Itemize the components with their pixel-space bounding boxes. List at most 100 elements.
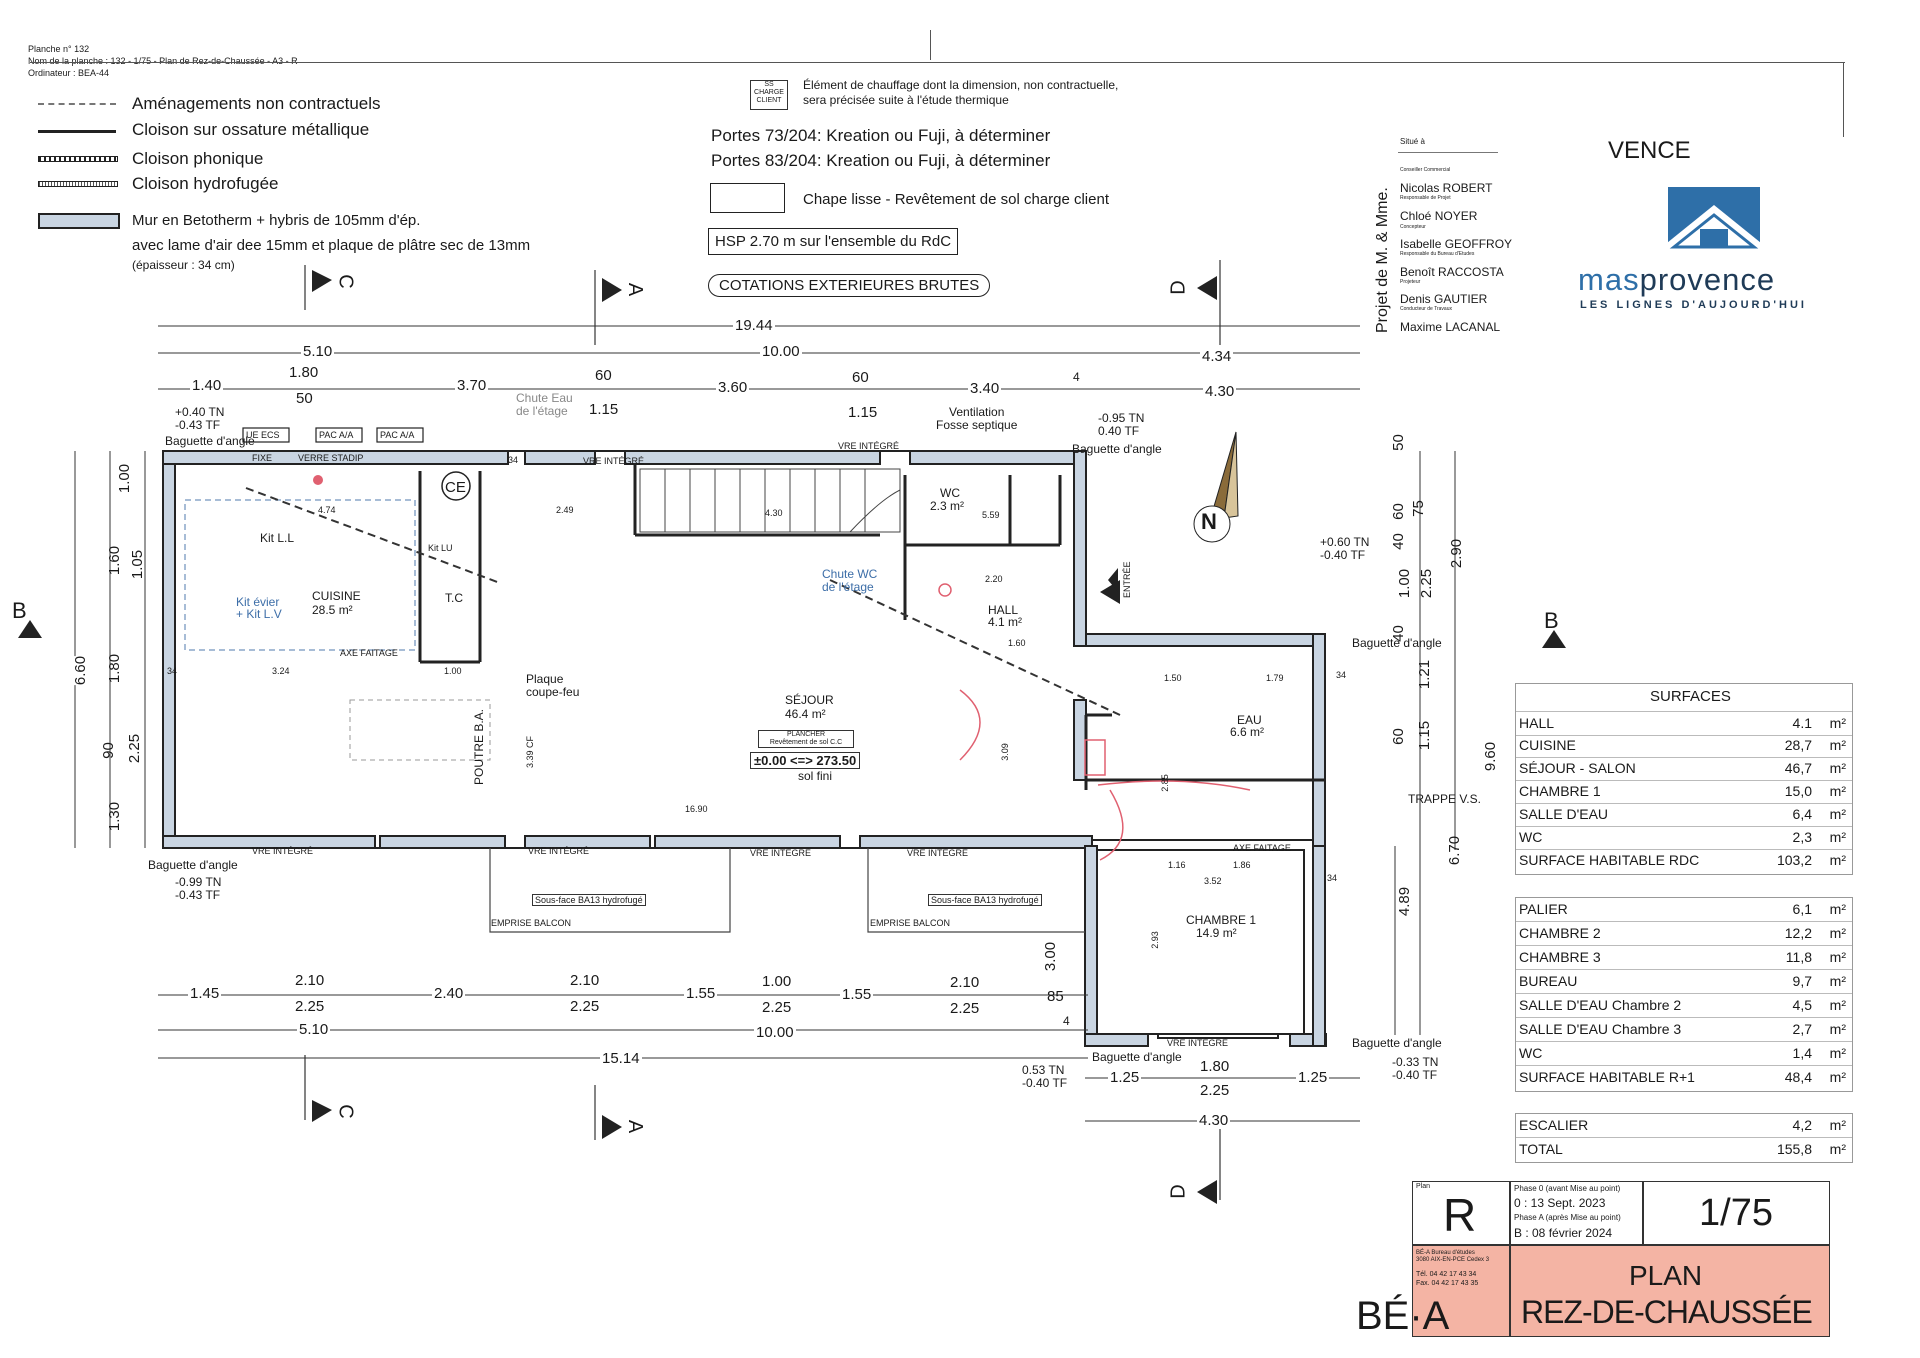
dim: 1.55	[684, 985, 718, 1002]
dim: 4.74	[318, 505, 336, 515]
surface-unit: m²	[1829, 829, 1846, 845]
label-ue-ecs: UE ECS	[246, 430, 280, 440]
bea-fax: Fax. 04 42 17 43 35	[1416, 1280, 1479, 1287]
role-label: Responsable de Projet	[1400, 195, 1451, 201]
label-verre-stadip: VERRE STADIP	[298, 453, 364, 463]
interior-partitions	[418, 464, 1325, 790]
label-chute-eau: Chute Eau de l'étage	[516, 391, 573, 418]
surface-label: CHAMBRE 2	[1519, 925, 1601, 941]
exterior-walls	[162, 450, 1326, 1046]
label-pac: PAC A/A	[319, 430, 354, 440]
north-label: N	[1201, 509, 1217, 534]
surface-label: SALLE D'EAU Chambre 2	[1519, 997, 1682, 1013]
surface-value: 12,2	[1784, 925, 1812, 941]
surface-value: 4.1	[1792, 715, 1812, 731]
dim: 2.10	[295, 972, 325, 989]
section-d-bottom: D	[1167, 1184, 1190, 1199]
surface-value: 2,3	[1792, 829, 1812, 845]
legend-item: Mur en Betotherm + hybris de 105mm d'ép.	[132, 212, 421, 229]
dim: 85	[1047, 988, 1064, 1005]
dim: 1.80	[289, 364, 319, 381]
scale: 1/75	[1699, 1192, 1773, 1234]
label-baguette: Baguette d'angle	[1072, 442, 1162, 456]
doors-note: Portes 83/204: Kreation ou Fuji, à déter…	[711, 151, 1051, 170]
dim: 1.80	[1200, 1058, 1230, 1075]
level-tn: +0.40 TN -0.43 TF	[175, 405, 225, 432]
sheet-name: Nom de la planche : 132 - 1/75 - Plan de…	[28, 56, 298, 66]
dim: 2.25	[950, 1000, 980, 1017]
role-label: Projeteur	[1400, 279, 1421, 285]
room-area: 2.3 m²	[930, 499, 965, 513]
surface-label: CHAMBRE 1	[1519, 783, 1601, 799]
dim: 5.59	[982, 510, 1000, 520]
dim: 60	[852, 369, 869, 386]
dim: 34	[1336, 670, 1347, 680]
dim: 3.60	[716, 379, 750, 396]
dim: 1.80	[106, 653, 124, 684]
dim: 1.15	[848, 404, 878, 421]
label-axe-faitage: AXE FAITAGE	[1233, 843, 1291, 853]
dim: 2.10	[950, 974, 980, 991]
role-name: Isabelle GEOFFROY	[1400, 237, 1513, 251]
dim: 2.25	[126, 733, 144, 764]
dim: 1.25	[1296, 1069, 1330, 1086]
dim: 1.16	[1168, 860, 1186, 870]
label-trappe: TRAPPE V.S.	[1408, 792, 1481, 806]
dim: 1.00	[444, 666, 462, 676]
label-kit-evier: Kit évier + Kit L.V	[236, 595, 282, 621]
dim: 19.44	[733, 317, 775, 334]
service-lines	[245, 487, 1121, 716]
phase-cell: Phase 0 (avant Mise au point) 0 : 13 Sep…	[1510, 1181, 1643, 1245]
frame-right-line	[1843, 62, 1844, 137]
surface-label: BUREAU	[1519, 973, 1578, 989]
dim: 2.10	[570, 972, 600, 989]
cellar-zone	[349, 699, 491, 761]
label-baguette: Baguette d'angle	[1352, 1036, 1442, 1050]
sheet-number: Planche n° 132	[28, 44, 90, 54]
surface-unit: m²	[1829, 1021, 1846, 1037]
label-kit-ll: Kit L.L	[260, 531, 295, 545]
dim: 3.40	[968, 380, 1002, 397]
dim: 60	[1389, 503, 1407, 520]
label-vre-integre: VRE INTÉGRÉ	[252, 846, 314, 856]
surfaces-title: SURFACES	[1650, 688, 1731, 705]
doors-note: Portes 73/204: Kreation ou Fuji, à déter…	[711, 126, 1051, 145]
section-c-bottom: C	[334, 1104, 357, 1119]
label-baguette: Baguette d'angle	[1092, 1050, 1182, 1064]
section-c-top: C	[334, 274, 357, 289]
dim: 40	[1389, 625, 1407, 642]
role-name: Denis GAUTIER	[1400, 292, 1488, 306]
label-sousface: Sous-face BA13 hydrofugé	[532, 894, 646, 906]
staircase	[639, 468, 901, 533]
room-name: EAU	[1237, 713, 1262, 727]
surface-value: 103,2	[1776, 852, 1812, 868]
dim: 5.10	[301, 343, 335, 360]
label-level: ±0.00 <=> 273.50	[750, 752, 861, 769]
phase-date: 0 : 13 Sept. 2023	[1514, 1196, 1606, 1210]
room-name: WC	[940, 486, 960, 500]
dim: 3.00	[1042, 941, 1060, 972]
label-tc: T.C	[445, 591, 463, 605]
label-vre-integre: VRE INTÉGRÉ	[528, 846, 590, 856]
legend-swatch-hydro	[38, 181, 118, 187]
ce-circle	[441, 471, 471, 501]
surface-unit: m²	[1829, 760, 1846, 776]
dim: 3.39 CF	[525, 735, 536, 769]
dim: 2.90	[1448, 538, 1466, 569]
surface-value: 1,4	[1792, 1045, 1812, 1061]
label-baguette: Baguette d'angle	[148, 858, 238, 872]
room-name: SÉJOUR	[785, 693, 834, 707]
room-name: HALL	[988, 603, 1019, 617]
surface-value: 4,2	[1792, 1117, 1812, 1133]
dim: 2.25	[1200, 1082, 1230, 1099]
room-name: CHAMBRE 1	[1186, 913, 1257, 927]
legend-swatch-solid	[38, 130, 116, 133]
legend-item: Cloison hydrofugée	[132, 174, 279, 193]
surface-unit: m²	[1829, 1045, 1846, 1061]
legend-item: (épaisseur : 34 cm)	[132, 258, 235, 272]
